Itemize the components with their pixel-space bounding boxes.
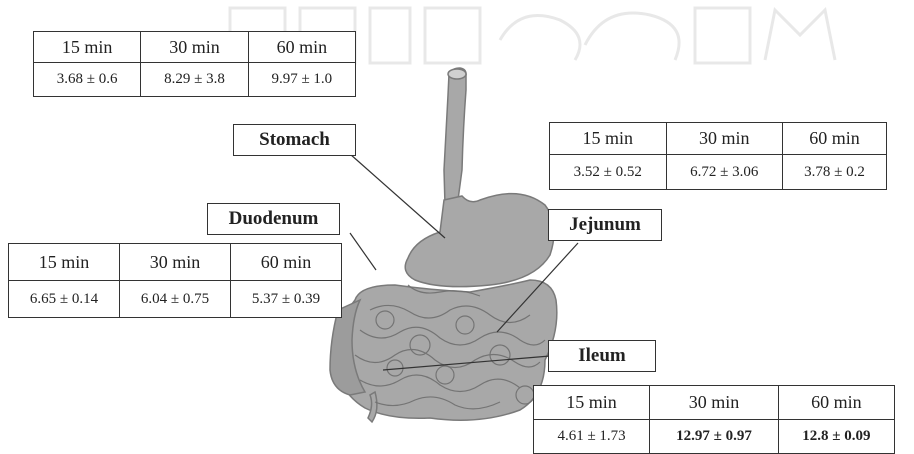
ileum-header-60: 60 min (778, 386, 894, 420)
stomach-header-60: 60 min (248, 32, 355, 63)
ileum-header-30: 30 min (650, 386, 779, 420)
duodenum-value-30: 6.04 ± 0.75 (120, 281, 231, 318)
duodenum-leader-line (350, 233, 376, 270)
stomach-label: Stomach (233, 124, 356, 156)
duodenum-table: 15 min 30 min 60 min 6.65 ± 0.14 6.04 ± … (8, 243, 342, 318)
ileum-value-60: 12.8 ± 0.09 (778, 420, 894, 454)
duodenum-label: Duodenum (207, 203, 340, 235)
jejunum-table: 15 min 30 min 60 min 3.52 ± 0.52 6.72 ± … (549, 122, 887, 190)
jejunum-header-30: 30 min (666, 123, 783, 155)
stomach-value-60: 9.97 ± 1.0 (248, 63, 355, 97)
stomach-value-30: 8.29 ± 3.8 (141, 63, 248, 97)
jejunum-value-30: 6.72 ± 3.06 (666, 155, 783, 190)
ileum-label: Ileum (548, 340, 656, 372)
jejunum-header-60: 60 min (783, 123, 887, 155)
jejunum-value-15: 3.52 ± 0.52 (550, 155, 667, 190)
stomach-organ (405, 194, 554, 287)
duodenum-header-60: 60 min (231, 244, 342, 281)
stomach-header-30: 30 min (141, 32, 248, 63)
stomach-table: 15 min 30 min 60 min 3.68 ± 0.6 8.29 ± 3… (33, 31, 356, 97)
esophagus (444, 68, 466, 205)
stomach-leader-line (350, 154, 445, 238)
duodenum-header-15: 15 min (9, 244, 120, 281)
ileum-table: 15 min 30 min 60 min 4.61 ± 1.73 12.97 ±… (533, 385, 895, 454)
jejunum-header-15: 15 min (550, 123, 667, 155)
duodenum-value-60: 5.37 ± 0.39 (231, 281, 342, 318)
jejunum-value-60: 3.78 ± 0.2 (783, 155, 887, 190)
stomach-value-15: 3.68 ± 0.6 (34, 63, 141, 97)
duodenum-value-15: 6.65 ± 0.14 (9, 281, 120, 318)
jejunum-label: Jejunum (548, 209, 662, 241)
ileum-value-15: 4.61 ± 1.73 (534, 420, 650, 454)
ileum-value-30: 12.97 ± 0.97 (650, 420, 779, 454)
stomach-header-15: 15 min (34, 32, 141, 63)
duodenum-header-30: 30 min (120, 244, 231, 281)
ileum-header-15: 15 min (534, 386, 650, 420)
